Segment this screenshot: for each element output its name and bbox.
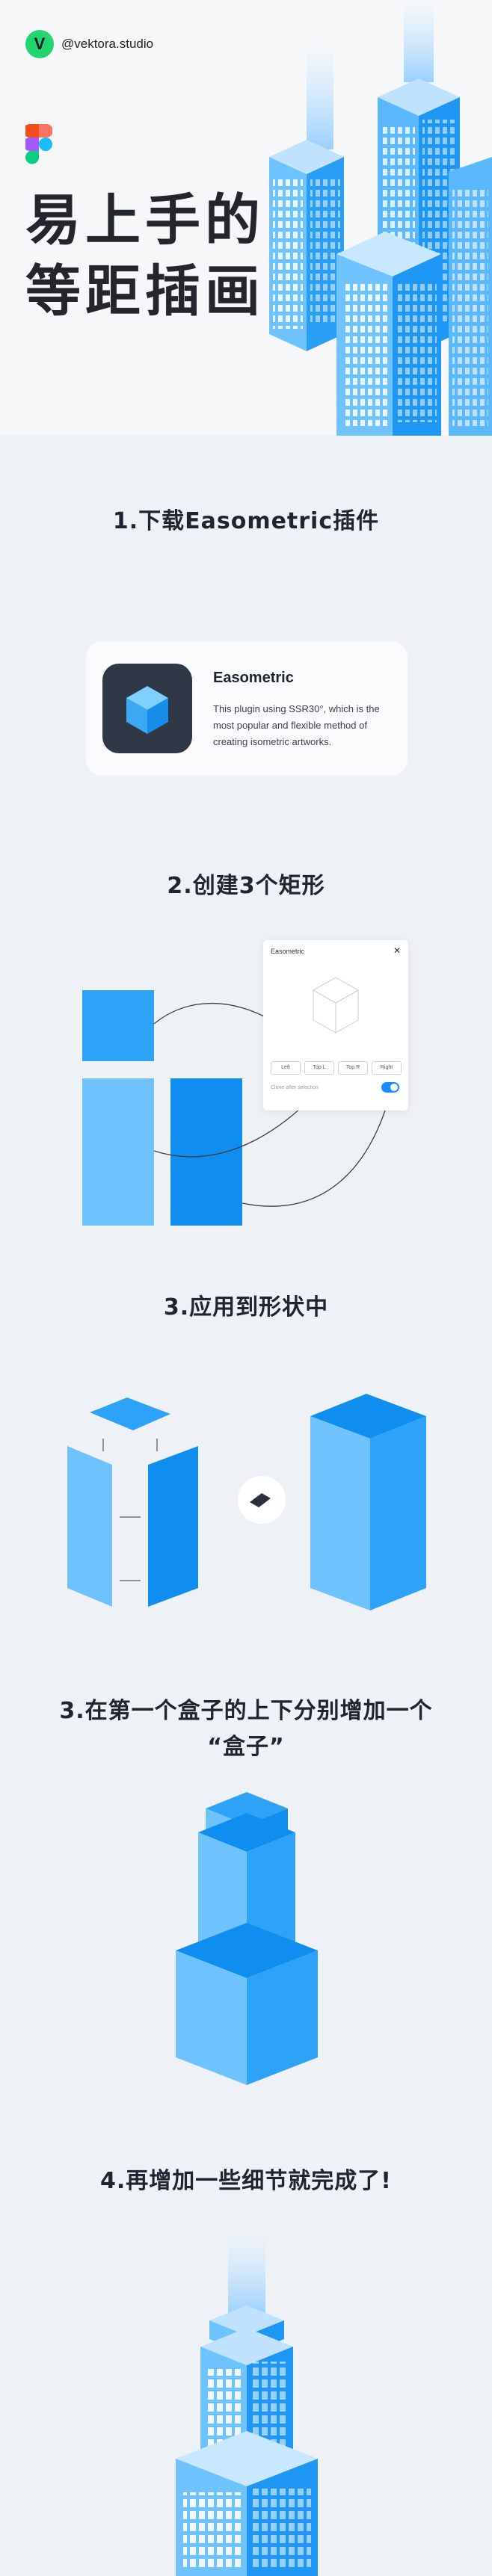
exploded-top-face [90, 1397, 170, 1430]
step-3-illustration [67, 1394, 426, 1610]
step-4-heading-line1: 3.在第一个盒子的上下分别增加一个 [59, 1698, 433, 1724]
brand-handle: @vektora.studio [61, 37, 154, 51]
exploded-right-face [148, 1446, 198, 1607]
close-icon[interactable]: ✕ [393, 945, 401, 956]
plugin-name: Easometric [213, 670, 294, 686]
hero-section: V @vektora.studio 易上手的 等距插画 [0, 0, 492, 436]
easometric-plugin-panel: Easometric ✕ Left Top L Top R Right Clon… [263, 940, 408, 1111]
step-1-heading: 1.下载Easometric插件 [112, 508, 380, 534]
assembled-left-face [310, 1416, 370, 1610]
clone-toggle[interactable] [381, 1082, 399, 1093]
step-2-illustration [82, 990, 397, 1226]
step-4-illustration [176, 1792, 318, 2085]
rectangle-right [170, 1078, 242, 1226]
rectangle-left [82, 1078, 154, 1226]
step-2-heading: 2.创建3个矩形 [167, 873, 325, 899]
figma-logo-icon [25, 124, 52, 164]
assembled-right-face [370, 1416, 426, 1610]
step-5-heading: 4.再增加一些细节就完成了! [100, 2168, 392, 2194]
assembled-top-face [310, 1394, 426, 1439]
plugin-card[interactable]: Easometric This plugin using SSR30°, whi… [86, 641, 408, 776]
hero-isometric-buildings [269, 0, 492, 436]
brand: V @vektora.studio [25, 30, 153, 58]
exploded-left-face [67, 1446, 112, 1607]
hero-title-line2: 等距插画 [25, 259, 265, 324]
rectangle-top [82, 990, 154, 1061]
panel-button-left[interactable]: Left [271, 1061, 301, 1075]
panel-button-top-left[interactable]: Top L [304, 1061, 334, 1075]
easometric-app-icon [102, 664, 192, 753]
step-4-heading-line2: “盒子” [207, 1734, 285, 1760]
step-3-heading: 3.应用到形状中 [163, 1294, 329, 1321]
panel-cube-preview [312, 977, 360, 1034]
eraser-icon [250, 1493, 271, 1507]
clone-checkbox-label: Clone after selection [271, 1085, 319, 1090]
panel-title: Easometric [271, 948, 305, 955]
panel-button-top-right[interactable]: Top R [338, 1061, 368, 1075]
brand-logo: V [25, 30, 54, 58]
panel-button-right[interactable]: Right [372, 1061, 402, 1075]
final-building-illustration [176, 2234, 318, 2576]
plugin-description: This plugin using SSR30°, which is the m… [213, 703, 380, 747]
hero-title-line1: 易上手的 [25, 188, 265, 253]
